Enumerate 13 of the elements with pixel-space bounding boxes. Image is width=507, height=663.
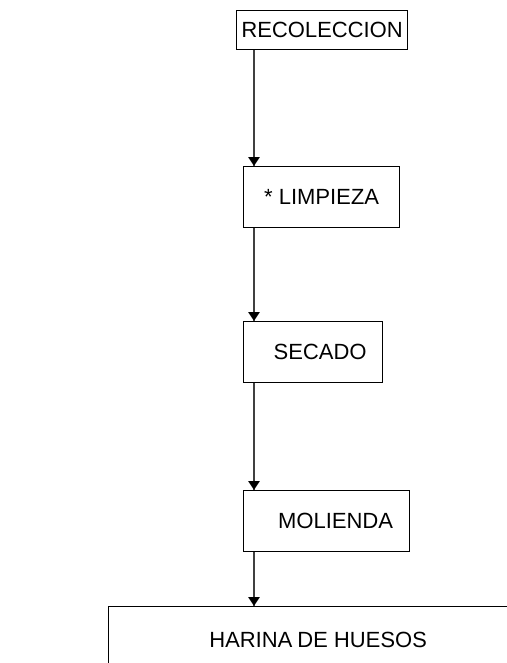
arrow bbox=[248, 50, 260, 166]
arrow bbox=[248, 552, 260, 606]
step-label: SECADO bbox=[272, 339, 366, 365]
step-label: RECOLECCION bbox=[241, 17, 403, 43]
step-label: MOLIENDA bbox=[277, 508, 393, 534]
process-box bbox=[243, 490, 410, 552]
process-box bbox=[236, 10, 408, 50]
arrow bbox=[248, 228, 260, 321]
process-box bbox=[243, 321, 383, 383]
step-label: * LIMPIEZA bbox=[264, 184, 379, 210]
process-box bbox=[243, 166, 400, 228]
arrow bbox=[248, 383, 260, 490]
step-label: HARINA DE HUESOS bbox=[209, 627, 427, 653]
